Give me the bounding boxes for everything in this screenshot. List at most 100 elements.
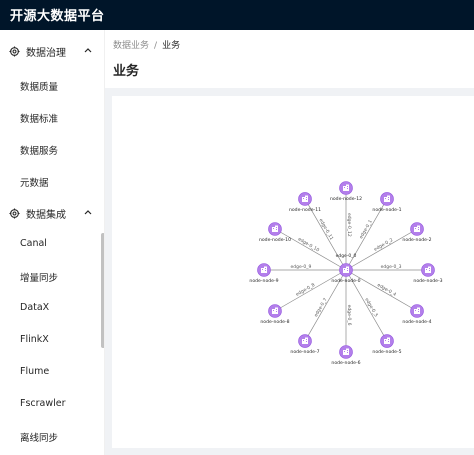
menu-item-data-standard[interactable]: 数据标准 <box>0 105 100 131</box>
menu-item-flume[interactable]: Flume <box>0 360 100 386</box>
graph-edge-label: edge-0_3 <box>381 264 402 270</box>
breadcrumb-current: 业务 <box>162 41 181 51</box>
breadcrumb: 数据业务 / 业务 <box>113 38 180 51</box>
menu-item-fscrawler[interactable]: Fscrawler <box>0 392 100 418</box>
sidebar: 数据治理 数据质量 数据标准 数据服务 元数据 数据集成 Canal 增量同步 … <box>0 30 105 455</box>
menu-item-label: DataX <box>20 302 50 313</box>
database-building-icon <box>384 337 390 345</box>
graph-node[interactable]: node-node-11 <box>289 192 321 213</box>
graph-edge-label: edge-0_9 <box>290 264 311 270</box>
menu-item-offline-sync[interactable]: 离线同步 <box>0 424 100 450</box>
graph-edge-label: edge-0_6 <box>346 305 352 326</box>
graph-node-center[interactable]: node-node-0 <box>331 263 361 285</box>
menu-group-label: 数据集成 <box>26 210 66 221</box>
graph-edge[interactable] <box>345 198 388 271</box>
graph-edge-label: edge-0_11 <box>317 218 334 242</box>
graph-edge-label: edge-0_0 <box>336 253 357 259</box>
page-title: 业务 <box>113 64 140 79</box>
database-building-icon <box>302 195 308 202</box>
menu-group-label: 数据治理 <box>26 48 66 59</box>
graph-node-label: node-node-7 <box>290 349 319 355</box>
graph-node-label: node-node-8 <box>260 319 289 325</box>
breadcrumb-separator: / <box>154 41 158 51</box>
graph-edge-label: edge-0_12 <box>346 213 352 237</box>
graph-node-label: node-node-11 <box>289 207 321 213</box>
graph-node-label: node-node-10 <box>259 237 291 243</box>
graph-node[interactable]: node-node-10 <box>259 222 291 244</box>
database-building-icon <box>261 266 267 273</box>
graph-edge-label: edge-0_7 <box>313 297 329 318</box>
top-bar: 开源大数据平台 <box>0 0 474 30</box>
menu-item-label: 元数据 <box>20 178 49 189</box>
graph-node[interactable]: node-node-1 <box>372 192 402 213</box>
database-building-icon <box>271 225 278 232</box>
chevron-up-icon <box>84 210 92 215</box>
graph-node-label: node-node-9 <box>249 278 278 284</box>
graph-node[interactable]: node-node-6 <box>331 345 361 367</box>
graph-node[interactable]: node-node-3 <box>413 263 443 285</box>
graph-edge[interactable] <box>304 269 347 342</box>
database-building-icon <box>414 225 421 232</box>
graph-node-label: node-node-2 <box>402 237 431 243</box>
graph-edge[interactable] <box>274 228 347 271</box>
graph-edge-label: edge-0_5 <box>363 297 379 318</box>
menu-group-data-governance[interactable]: 数据治理 <box>0 38 104 66</box>
database-building-icon <box>343 348 349 355</box>
graph-edge-label: edge-0_4 <box>376 282 397 298</box>
menu-item-label: 数据质量 <box>20 82 59 93</box>
menu-item-label: 数据服务 <box>20 146 59 157</box>
graph-edge[interactable] <box>304 198 347 271</box>
graph-node-label: node-node-0 <box>331 278 360 284</box>
database-building-icon <box>343 266 349 273</box>
database-building-icon <box>343 184 349 191</box>
graph-node[interactable]: node-node-8 <box>260 304 290 326</box>
database-building-icon <box>425 266 431 273</box>
menu-item-label: 离线同步 <box>20 433 59 444</box>
graph-node-label: node-node-1 <box>372 207 401 213</box>
graph-edge[interactable] <box>345 269 388 342</box>
settings-icon <box>9 46 20 57</box>
graph-node[interactable]: node-node-9 <box>249 263 279 285</box>
menu-item-metadata[interactable]: 元数据 <box>0 169 100 195</box>
menu-item-incremental-sync[interactable]: 增量同步 <box>0 264 100 290</box>
menu-item-label: 增量同步 <box>20 273 59 284</box>
graph-node-label: node-node-6 <box>331 360 360 366</box>
graph-node-label: node-node-3 <box>413 278 442 284</box>
graph-node[interactable]: node-node-7 <box>290 334 320 355</box>
breadcrumb-parent-link[interactable]: 数据业务 <box>113 41 150 51</box>
graph-node[interactable]: node-node-4 <box>402 304 432 326</box>
menu-item-data-quality[interactable]: 数据质量 <box>0 73 100 99</box>
graph-edge-label: edge-0_10 <box>297 236 321 253</box>
sidebar-scrollbar-thumb[interactable] <box>101 233 104 348</box>
menu-item-canal[interactable]: Canal <box>0 232 100 258</box>
graph-edge-label: edge-0_1 <box>358 219 374 240</box>
graph-edge-label: edge-0_8 <box>295 282 316 298</box>
menu-item-label: FlinkX <box>20 334 49 345</box>
menu-item-datax[interactable]: DataX <box>0 296 100 322</box>
graph-edge-label: edge-0_2 <box>373 237 394 253</box>
menu-group-data-integration[interactable]: 数据集成 <box>0 200 104 228</box>
graph-edge[interactable] <box>274 269 347 312</box>
menu-item-label: Fscrawler <box>20 398 66 409</box>
page-header: 数据业务 / 业务 业务 <box>105 30 474 88</box>
app-title: 开源大数据平台 <box>10 9 105 24</box>
graph-node[interactable]: node-node-2 <box>402 222 432 244</box>
database-building-icon <box>414 307 421 314</box>
graph-node-label: node-node-5 <box>372 349 401 355</box>
menu-item-data-service[interactable]: 数据服务 <box>0 137 100 163</box>
graph-node-label: node-node-4 <box>402 319 431 325</box>
menu-item-label: Flume <box>20 366 50 377</box>
settings-icon <box>9 208 20 219</box>
graph-node[interactable]: node-node-12 <box>330 181 362 203</box>
graph-node-label: node-node-12 <box>330 196 362 202</box>
graph-edge[interactable] <box>345 228 418 271</box>
database-building-icon <box>302 337 308 345</box>
graph-node[interactable]: node-node-5 <box>372 334 402 355</box>
menu-item-flinkx[interactable]: FlinkX <box>0 328 100 354</box>
database-building-icon <box>384 195 390 202</box>
database-building-icon <box>271 307 278 314</box>
graph-edge[interactable] <box>345 269 418 312</box>
menu-item-label: Canal <box>20 238 47 249</box>
